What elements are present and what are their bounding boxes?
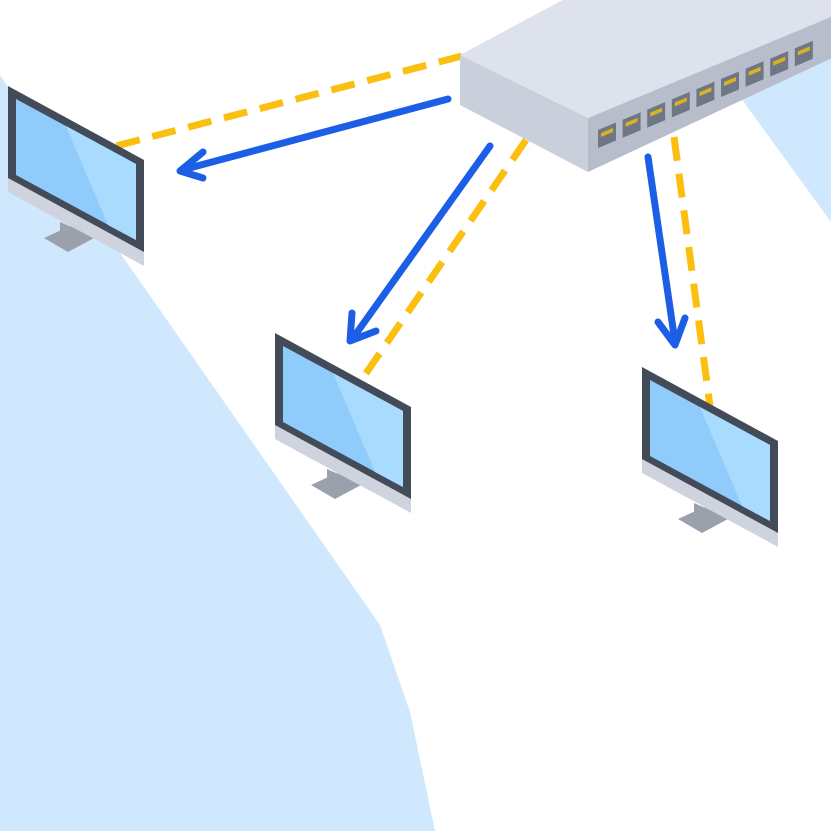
monitor-screen-glare [700, 407, 770, 521]
network-switch-icon [460, 0, 831, 172]
desktop-monitor-icon [8, 86, 144, 266]
switch-ports [598, 40, 813, 148]
flow-arrow-shaft [178, 95, 452, 174]
switch-front-face [460, 55, 588, 172]
switch-port [622, 112, 641, 138]
flow-arrowhead [654, 314, 689, 349]
monitor-screen-glare [333, 373, 403, 487]
monitor-left [8, 86, 144, 266]
flow-arrow-shaft [349, 142, 494, 342]
switch-port [770, 51, 789, 77]
flow-arrow-to-monitor-left [176, 95, 452, 182]
flow-arrow-to-monitor-right [644, 153, 689, 349]
cable-to-monitor-left [111, 52, 463, 151]
flow-arrowhead [176, 148, 207, 182]
cables [111, 52, 714, 407]
switch-port [794, 40, 813, 67]
switch-top-face [460, 0, 831, 118]
desktop-monitor-icon [275, 333, 411, 513]
desktop-monitor-icon [642, 367, 778, 547]
switch-port [745, 61, 764, 87]
stand-neck [327, 469, 345, 489]
flow-arrowhead [346, 309, 380, 345]
cable-to-monitor-right [670, 136, 714, 407]
switch-port [598, 122, 616, 148]
stand-base [311, 473, 361, 499]
switch-port [671, 91, 690, 118]
stand-base [44, 226, 94, 252]
switch-port [647, 102, 666, 128]
stand-neck [60, 222, 78, 242]
cable-to-monitor-center [357, 138, 529, 384]
stand-base [678, 507, 728, 533]
monitor-center [275, 333, 411, 513]
monitor-right [642, 367, 778, 547]
switch-port [721, 71, 739, 97]
monitor-screen-glare [66, 126, 136, 240]
switch-port [696, 81, 715, 108]
floor-panel-left [0, 75, 435, 831]
data-flow-arrows [176, 95, 689, 349]
stand-neck [694, 503, 712, 523]
flow-arrow-to-monitor-center [346, 142, 494, 345]
flow-arrow-shaft [644, 153, 679, 346]
